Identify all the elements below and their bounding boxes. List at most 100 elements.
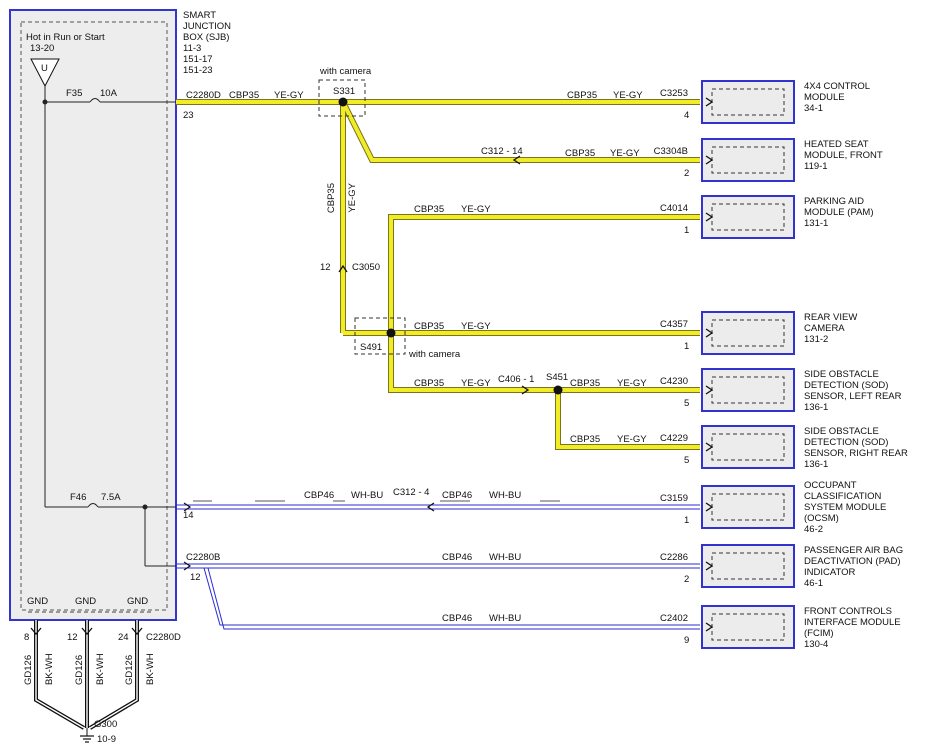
svg-text:CBP35: CBP35 bbox=[326, 183, 337, 213]
svg-text:151-23: 151-23 bbox=[183, 65, 213, 76]
sjb-box bbox=[9, 9, 177, 621]
svg-text:24: 24 bbox=[118, 632, 129, 643]
module-box bbox=[701, 311, 795, 355]
module-name-line: (OCSM) bbox=[804, 513, 839, 524]
power-source-icon: U bbox=[30, 58, 60, 88]
svg-text:GD126: GD126 bbox=[74, 655, 85, 685]
svg-text:GND: GND bbox=[75, 596, 96, 607]
svg-text:151-17: 151-17 bbox=[183, 54, 213, 65]
module-name-line: SIDE OBSTACLE bbox=[804, 369, 879, 380]
module-box bbox=[701, 80, 795, 124]
svg-text:CBP35: CBP35 bbox=[570, 434, 600, 445]
splice-s491-box bbox=[354, 317, 406, 355]
module-pin: 5 bbox=[684, 455, 689, 466]
sjb-gnd-group: GND GND GND bbox=[27, 596, 152, 613]
fuse-f35-label: F35 bbox=[66, 88, 82, 99]
module-name-line: FRONT CONTROLS bbox=[804, 606, 892, 617]
module-connector: C3159 bbox=[660, 493, 688, 504]
svg-text:12: 12 bbox=[67, 632, 78, 643]
svg-text:GD126: GD126 bbox=[23, 655, 34, 685]
connector-c2280d-top: C2280D bbox=[186, 90, 221, 101]
module-pin: 5 bbox=[684, 398, 689, 409]
svg-text:BK-WH: BK-WH bbox=[95, 653, 106, 685]
module-connector: C4229 bbox=[660, 433, 688, 444]
ground-ref: 10-9 bbox=[97, 734, 116, 745]
svg-text:U: U bbox=[41, 63, 48, 74]
module-name-line: INTERFACE MODULE bbox=[804, 617, 901, 628]
module-box bbox=[701, 138, 795, 182]
svg-text:8: 8 bbox=[24, 632, 29, 643]
module-name-line: OCCUPANT bbox=[804, 480, 857, 491]
connector-arrow-icon bbox=[705, 328, 714, 338]
svg-text:GD126: GD126 bbox=[124, 655, 135, 685]
pin-12-b: 12 bbox=[190, 572, 201, 583]
svg-text:JUNCTION: JUNCTION bbox=[183, 21, 231, 32]
connector-arrow-icon bbox=[705, 155, 714, 165]
module-connector: C2402 bbox=[660, 613, 688, 624]
module-pin: 2 bbox=[684, 574, 689, 585]
module-name-line: DEACTIVATION (PAD) bbox=[804, 556, 901, 567]
module-connector: C4230 bbox=[660, 376, 688, 387]
ground-arrows bbox=[30, 627, 143, 636]
splice-s451-dot bbox=[553, 385, 563, 395]
svg-text:CBP35: CBP35 bbox=[414, 378, 444, 389]
module-name-line: INDICATOR bbox=[804, 567, 856, 578]
connector-arrow-icon bbox=[705, 97, 714, 107]
module-name-line: MODULE (PAM) bbox=[804, 207, 874, 218]
svg-text:BOX (SJB): BOX (SJB) bbox=[183, 32, 229, 43]
wire-cbp35-network bbox=[176, 99, 700, 450]
module-name-line: DETECTION (SOD) bbox=[804, 380, 888, 391]
module-box bbox=[701, 485, 795, 529]
module-name-line: 130-4 bbox=[804, 639, 828, 650]
hot-ref: 13-20 bbox=[30, 43, 54, 54]
svg-text:CBP46: CBP46 bbox=[442, 613, 472, 624]
module-box bbox=[701, 368, 795, 412]
svg-text:12: 12 bbox=[320, 262, 331, 273]
ground-wires bbox=[34, 620, 139, 743]
module-name-line: 46-1 bbox=[804, 578, 823, 589]
svg-text:CBP35: CBP35 bbox=[570, 378, 600, 389]
connector-arrow-icon bbox=[705, 622, 714, 632]
module-name-line: HEATED SEAT bbox=[804, 139, 869, 150]
module-name-line: 4X4 CONTROL bbox=[804, 81, 870, 92]
connector-arrow-icon bbox=[705, 561, 714, 571]
svg-text:CBP35: CBP35 bbox=[567, 90, 597, 101]
module-name-line: SENSOR, LEFT REAR bbox=[804, 391, 902, 402]
module-name-line: 46-2 bbox=[804, 524, 823, 535]
splice-s331-dot bbox=[338, 97, 348, 107]
module-pin: 2 bbox=[684, 168, 689, 179]
module-connector: C3304B bbox=[654, 146, 688, 157]
module-name-line: 34-1 bbox=[804, 103, 823, 114]
hot-in-run-label: Hot in Run or Start bbox=[26, 32, 105, 43]
svg-text:CBP35: CBP35 bbox=[229, 90, 259, 101]
ground-wire-labels: GD126 BK-WH GD126 BK-WH GD126 BK-WH bbox=[23, 653, 156, 685]
sjb-label: SMART JUNCTION BOX (SJB) 11-3 151-17 151… bbox=[183, 10, 231, 76]
s331-note: with camera bbox=[319, 66, 372, 77]
svg-text:11-3: 11-3 bbox=[183, 43, 201, 54]
s491-note: with camera bbox=[408, 349, 461, 360]
svg-text:BK-WH: BK-WH bbox=[145, 653, 156, 685]
connector-arrow-icon bbox=[705, 442, 714, 452]
svg-text:CBP46: CBP46 bbox=[442, 552, 472, 563]
svg-text:SMART: SMART bbox=[183, 10, 216, 21]
splice-s491-label: S491 bbox=[360, 342, 382, 353]
splice-s331-box bbox=[318, 79, 366, 117]
module-name-line: PARKING AID bbox=[804, 196, 864, 207]
module-pin: 9 bbox=[684, 635, 689, 646]
module-name-line: 136-1 bbox=[804, 459, 828, 470]
svg-text:YE-GY: YE-GY bbox=[461, 378, 491, 389]
svg-text:GND: GND bbox=[27, 596, 48, 607]
inline-connector-c312-14: C312 - 14 bbox=[481, 146, 523, 165]
svg-text:YE-GY: YE-GY bbox=[610, 148, 640, 159]
svg-text:CBP35: CBP35 bbox=[414, 321, 444, 332]
splice-s331-label: S331 bbox=[333, 86, 355, 97]
module-pin: 1 bbox=[684, 225, 689, 236]
